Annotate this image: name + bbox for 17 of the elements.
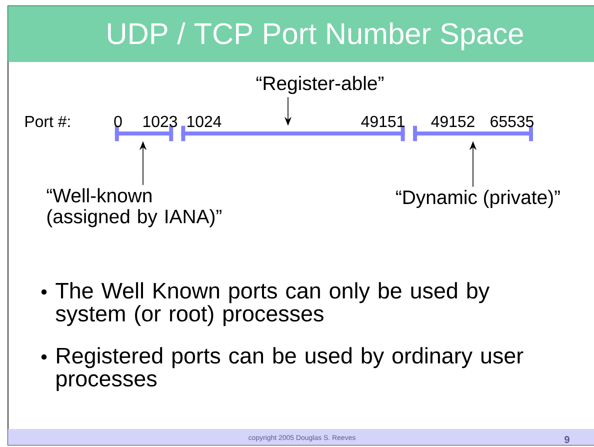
title-bar: UDP / TCP Port Number Space — [8, 6, 594, 62]
port-number: 1024 — [188, 116, 222, 128]
bullet-item: Registered ports can be used by ordinary user processes — [56, 347, 524, 391]
range-caption: “Well-known (assigned by IANA)” — [46, 188, 222, 228]
port-label: Port #: — [26, 116, 70, 128]
page-number: 9 — [564, 436, 570, 444]
range-bar — [181, 126, 405, 142]
port-number: 49152 — [431, 116, 474, 128]
range-bar — [413, 126, 533, 142]
port-number: 49151 — [361, 116, 404, 128]
range-caption: “Dynamic (private)” — [396, 190, 560, 208]
range-caption: “Register-able” — [256, 76, 384, 94]
port-number: 0 — [114, 116, 122, 128]
range-bar — [114, 126, 174, 142]
port-number: 1023 — [144, 116, 178, 128]
bullet-item: The Well Known ports can only be used by system (or root) processes — [56, 282, 490, 326]
port-number: 65535 — [490, 116, 534, 128]
